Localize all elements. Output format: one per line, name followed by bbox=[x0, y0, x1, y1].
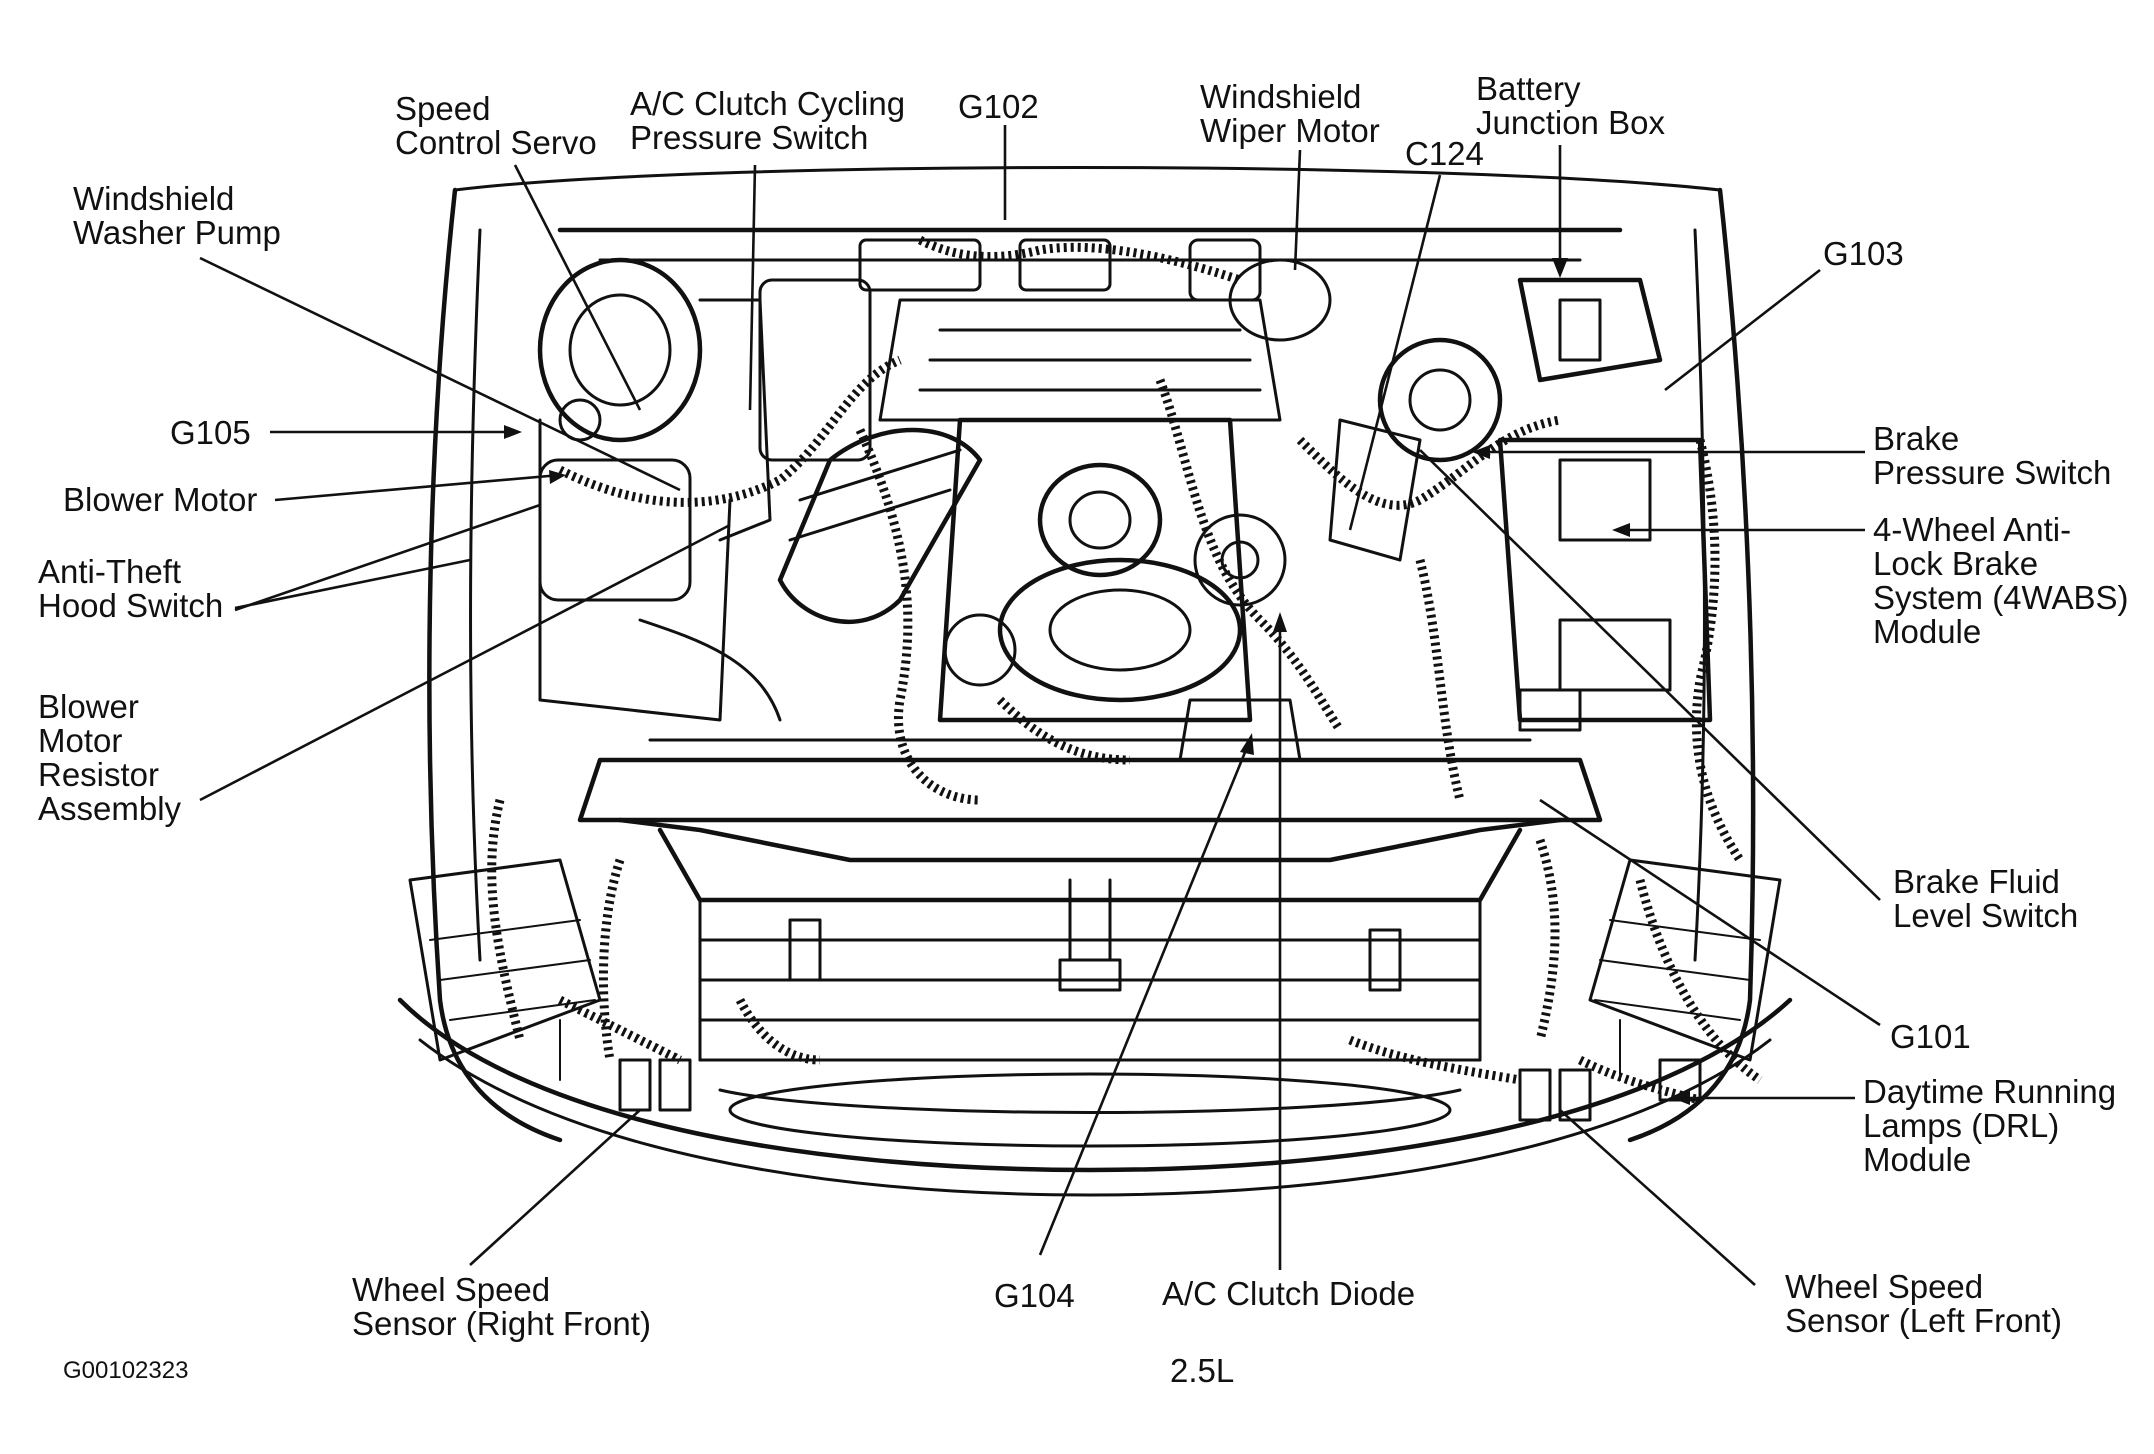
arrowhead-ac-clutch-diode bbox=[1273, 612, 1287, 632]
leader-windshield-wiper-motor bbox=[1293, 149, 1302, 271]
leader-blower-motor bbox=[274, 473, 561, 502]
leader-anti-theft-hood-switch-2 bbox=[234, 503, 541, 612]
leader-anti-theft-hood-switch-1 bbox=[234, 558, 471, 610]
leader-g103 bbox=[1664, 268, 1821, 392]
engine-bay-line-art bbox=[397, 166, 1793, 1197]
label-c124: C124 bbox=[1405, 135, 1484, 172]
leader-g104 bbox=[1038, 739, 1252, 1256]
right-side-components bbox=[1188, 238, 1713, 732]
label-blower-motor: Blower Motor bbox=[63, 481, 257, 518]
figure-id: G00102323 bbox=[63, 1357, 188, 1384]
label-windshield-wiper-motor: Windshield Wiper Motor bbox=[1200, 78, 1380, 149]
label-drl-module: Daytime Running Lamps (DRL) Module bbox=[1863, 1073, 2125, 1178]
engine-block bbox=[777, 298, 1302, 762]
arrowhead-4wabs bbox=[1612, 523, 1630, 537]
leader-arrowheads bbox=[504, 258, 1690, 1105]
label-blower-motor-resistor-assembly: Blower Motor Resistor Assembly bbox=[38, 688, 182, 827]
label-ac-clutch-diode: A/C Clutch Diode bbox=[1162, 1275, 1415, 1312]
label-brake-pressure-switch: Brake Pressure Switch bbox=[1873, 420, 2111, 491]
wiring-harness bbox=[487, 235, 1763, 1105]
callout-labels: Speed Control Servo A/C Clutch Cycling P… bbox=[38, 70, 2138, 1389]
leader-lines bbox=[199, 125, 1881, 1286]
arrowhead-g104 bbox=[1240, 733, 1254, 755]
label-g102: G102 bbox=[958, 88, 1039, 125]
arrowhead-drl bbox=[1672, 1091, 1690, 1105]
label-windshield-washer-pump: Windshield Washer Pump bbox=[73, 180, 281, 251]
label-4wabs-module: 4-Wheel Anti- Lock Brake System (4WABS) … bbox=[1873, 511, 2138, 650]
label-g104: G104 bbox=[994, 1277, 1075, 1314]
arrowhead-blower-motor bbox=[549, 470, 566, 484]
label-battery-junction-box: Battery Junction Box bbox=[1476, 70, 1665, 141]
label-anti-theft-hood-switch: Anti-Theft Hood Switch bbox=[38, 553, 223, 624]
leader-g101 bbox=[1539, 798, 1881, 1027]
engine-size: 2.5L bbox=[1170, 1352, 1234, 1389]
label-wheel-speed-sensor-left-front: Wheel Speed Sensor (Left Front) bbox=[1785, 1268, 2062, 1339]
arrowhead-g105 bbox=[504, 425, 522, 439]
label-g103: G103 bbox=[1823, 235, 1904, 272]
label-wheel-speed-sensor-right-front: Wheel Speed Sensor (Right Front) bbox=[352, 1271, 651, 1342]
firewall bbox=[557, 227, 1623, 292]
label-brake-fluid-level-switch: Brake Fluid Level Switch bbox=[1893, 863, 2078, 934]
grille-and-radiator-support bbox=[577, 738, 1603, 1062]
leader-windshield-washer-pump bbox=[199, 256, 681, 492]
label-g105: G105 bbox=[170, 414, 251, 451]
label-speed-control-servo: Speed Control Servo bbox=[395, 90, 597, 161]
arrowhead-battery-junction-box bbox=[1552, 258, 1568, 278]
left-side-components bbox=[537, 257, 872, 722]
leader-c124 bbox=[1348, 174, 1442, 531]
leader-blower-motor-resistor-assembly bbox=[199, 523, 731, 802]
leader-wheel-speed-sensor-left-front bbox=[1559, 1109, 1756, 1286]
leader-wheel-speed-sensor-right-front bbox=[469, 1109, 641, 1266]
leader-ac-clutch-cycling-pressure-switch bbox=[748, 164, 757, 411]
leader-speed-control-servo bbox=[513, 164, 642, 411]
label-ac-clutch-cycling-pressure-switch: A/C Clutch Cycling Pressure Switch bbox=[630, 85, 914, 156]
label-g101: G101 bbox=[1890, 1018, 1971, 1055]
leader-brake-fluid-level-switch bbox=[1419, 449, 1881, 901]
arrowhead-brake-pressure-switch bbox=[1472, 445, 1490, 459]
